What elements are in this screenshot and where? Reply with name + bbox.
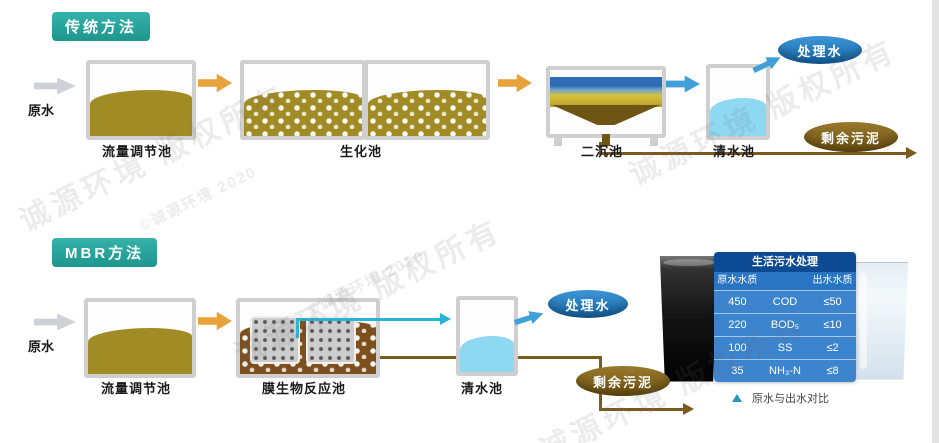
olive-liquid	[88, 328, 192, 374]
tank-label: 清水池	[712, 144, 755, 159]
bio-tank-1	[240, 60, 366, 140]
table-row: 220 BOD₅ ≤10	[714, 313, 856, 336]
glass-highlight	[860, 273, 868, 369]
table-title: 生活污水处理	[714, 252, 856, 272]
watermark-text: ©诚源环境 2020	[136, 163, 260, 236]
tank-label: 流量调节池	[100, 381, 171, 396]
caption-text: 原水与出水对比	[752, 393, 829, 405]
col-raw-header: 原水水质	[717, 275, 758, 286]
inflow-arrow	[34, 313, 76, 331]
excess-sludge-badge: 剩余污泥	[576, 366, 670, 396]
bio-tank-2	[364, 60, 490, 140]
clear-water-tank	[706, 64, 770, 140]
raw-value: 35	[731, 365, 744, 377]
parameter: BOD₅	[770, 319, 800, 331]
aerated-liquid	[368, 90, 486, 136]
flow-arrow	[198, 311, 232, 331]
out-value: ≤10	[823, 319, 842, 331]
out-value: ≤50	[823, 296, 842, 308]
tank-label: 生化池	[339, 144, 382, 159]
sludge-line	[599, 408, 685, 411]
clear-liquid	[460, 336, 514, 372]
sludge-line	[599, 152, 909, 155]
table-row: 100 SS ≤2	[714, 336, 856, 359]
mbr-method-badge: MBR方法	[52, 238, 158, 267]
treated-water-badge: 处理水	[548, 290, 628, 318]
sedimentation-tank	[546, 66, 666, 146]
tank-leg	[554, 134, 562, 146]
sediment-layers	[550, 77, 662, 107]
flow-arrow	[666, 75, 700, 93]
permeate-pipe	[296, 318, 299, 338]
tank-label: 流量调节池	[101, 144, 172, 159]
sludge-arrowhead	[906, 147, 917, 159]
raw-value: 220	[728, 319, 747, 331]
traditional-method-badge: 传统方法	[52, 12, 151, 41]
treated-water-glass	[851, 262, 909, 380]
flow-regulation-tank	[84, 298, 196, 378]
sediment-funnel	[552, 105, 660, 125]
raw-value: 450	[728, 296, 747, 308]
parameter: SS	[777, 342, 793, 354]
tank-label: 二沉池	[580, 144, 623, 159]
flow-regulation-tank	[86, 60, 196, 140]
raw-water-glass	[659, 256, 719, 382]
out-value: ≤8	[826, 365, 839, 377]
treated-water-badge: 处理水	[778, 36, 862, 64]
water-quality-table: 生活污水处理 原水水质 出水水质 450 COD ≤50 220 BOD₅ ≤1…	[714, 252, 856, 382]
sludge-line	[599, 142, 602, 154]
membrane-module	[306, 316, 356, 364]
tank-leg	[650, 134, 658, 146]
membrane-module	[250, 316, 300, 364]
col-out-header: 出水水质	[812, 275, 853, 286]
clear-liquid	[710, 98, 766, 136]
tank-label: 清水池	[460, 381, 503, 396]
table-row: 450 COD ≤50	[714, 290, 856, 313]
glass-rim	[662, 259, 716, 266]
triangle-icon	[732, 394, 742, 402]
raw-water-label: 原水	[28, 103, 55, 118]
col-spacer	[761, 272, 809, 290]
clear-water-tank	[456, 296, 518, 376]
page-edge	[932, 0, 939, 443]
raw-value: 100	[728, 342, 747, 354]
out-value: ≤2	[826, 342, 839, 354]
permeate-arrowhead	[440, 313, 451, 325]
permeate-pipe	[296, 318, 442, 321]
membrane-bioreactor-tank	[236, 298, 380, 378]
inflow-arrow	[34, 77, 76, 95]
table-row: 35 NH₃-N ≤8	[714, 359, 856, 382]
tank-label: 膜生物反应池	[261, 381, 346, 396]
excess-sludge-badge: 剩余污泥	[804, 122, 898, 152]
flow-arrow	[198, 73, 232, 93]
sludge-arrowhead	[683, 403, 694, 415]
sludge-outlet	[602, 134, 610, 146]
olive-liquid	[90, 90, 192, 136]
parameter: COD	[772, 296, 798, 308]
comparison-caption: 原水与出水对比	[732, 390, 829, 406]
table-header-row: 原水水质 出水水质	[714, 272, 856, 290]
flow-arrow	[498, 73, 532, 93]
parameter: NH₃-N	[769, 365, 801, 377]
raw-water-label: 原水	[28, 339, 55, 354]
aerated-liquid	[244, 90, 362, 136]
